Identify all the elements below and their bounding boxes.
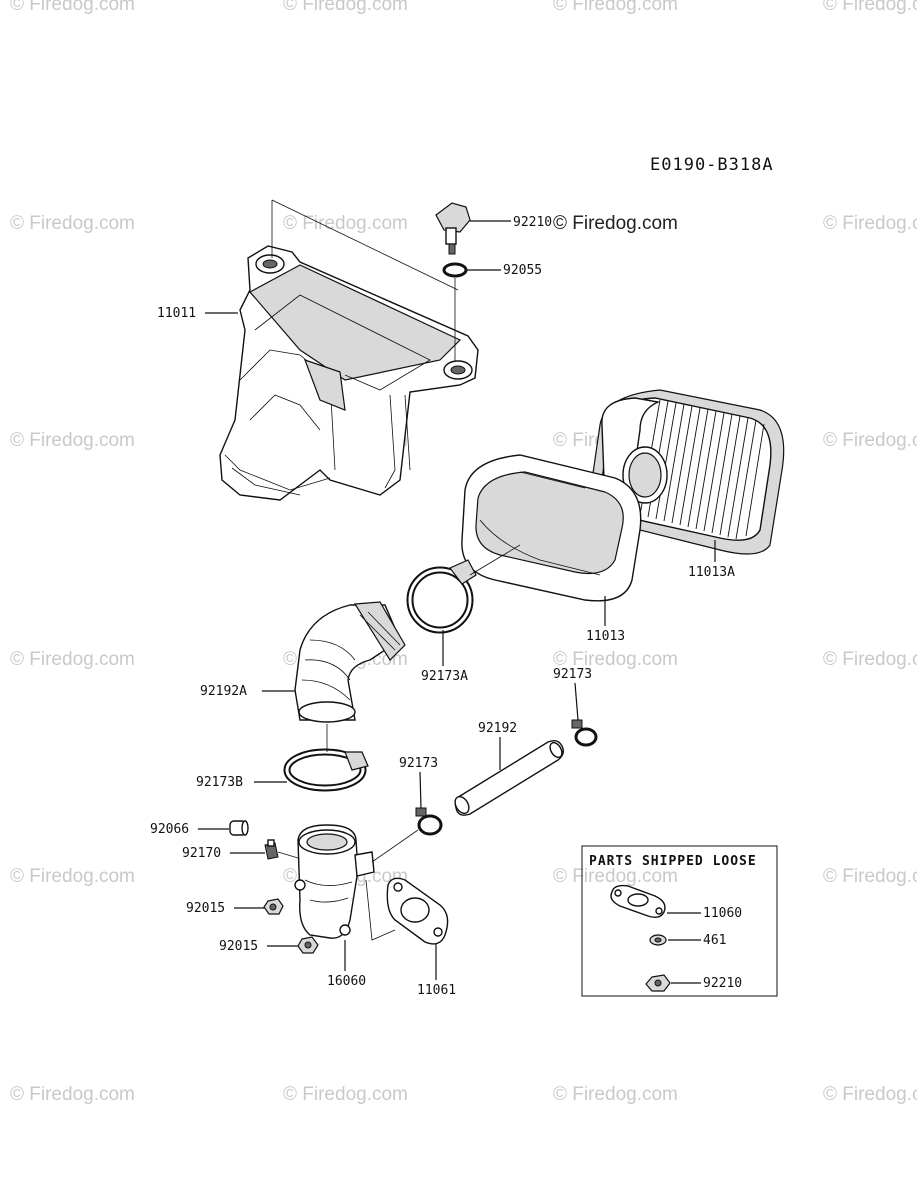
watermark: © Firedog.com bbox=[10, 213, 135, 234]
callout-label: 92066 bbox=[150, 822, 189, 837]
gasket bbox=[386, 877, 449, 945]
loose-part-label: 461 bbox=[703, 933, 726, 948]
watermark: © Firedog.com bbox=[823, 213, 917, 234]
callout-label: 92210 bbox=[513, 215, 552, 230]
watermark: © Firedog.com bbox=[553, 0, 678, 15]
callout-label: 92173 bbox=[553, 667, 592, 682]
hose bbox=[454, 739, 565, 816]
watermark: © Firedog.com bbox=[823, 430, 917, 451]
watermark: © Firedog.com bbox=[283, 1084, 408, 1105]
nut-lower bbox=[297, 936, 319, 954]
watermark: © Firedog.com bbox=[823, 866, 917, 887]
pre-cleaner bbox=[461, 454, 642, 602]
loose-part-label: 92210 bbox=[703, 976, 742, 991]
watermark: © Firedog.com bbox=[283, 0, 408, 15]
callout-label: 11013 bbox=[586, 629, 625, 644]
callouts: 11011 92210 92055 11013A 11013 92173A 92… bbox=[150, 215, 735, 998]
callout-label: 92192A bbox=[200, 684, 247, 699]
watermark: © Firedog.com bbox=[553, 866, 678, 887]
callout-label: 92192 bbox=[478, 721, 517, 736]
clamp-large bbox=[406, 559, 477, 634]
watermark: © Firedog.com bbox=[553, 213, 678, 234]
filter-element bbox=[591, 389, 785, 555]
watermark: © Firedog.com bbox=[823, 649, 917, 670]
parts-shipped-loose-box: PARTS SHIPPED LOOSE 11060 461 92210 bbox=[581, 845, 778, 997]
callout-label: 16060 bbox=[327, 974, 366, 989]
watermark: © Firedog.com bbox=[10, 430, 135, 451]
callout-label: 92173B bbox=[196, 775, 243, 790]
fitting bbox=[264, 839, 279, 860]
callout-label: 92015 bbox=[186, 901, 225, 916]
diagram-code: E0190-B318A bbox=[650, 155, 774, 175]
watermark: © Firedog.com bbox=[553, 1084, 678, 1105]
adapter-elbow bbox=[294, 824, 375, 939]
watermark: © Firedog.com bbox=[10, 866, 135, 887]
callout-label: 11011 bbox=[157, 306, 196, 321]
watermark: © Firedog.com bbox=[10, 649, 135, 670]
callout-label: 92015 bbox=[219, 939, 258, 954]
clamp-lower bbox=[283, 748, 369, 792]
callout-label: 11061 bbox=[417, 983, 456, 998]
callout-label: 92173 bbox=[399, 756, 438, 771]
o-ring-washer bbox=[442, 262, 468, 278]
loose-parts-title: PARTS SHIPPED LOOSE bbox=[589, 854, 757, 869]
hose-clamp-left bbox=[415, 807, 443, 836]
watermark: © Firedog.com bbox=[823, 1084, 917, 1105]
wing-knob bbox=[435, 202, 471, 255]
watermark: © Firedog.com bbox=[10, 0, 135, 15]
callout-label: 11013A bbox=[688, 565, 735, 580]
watermark: © Firedog.com bbox=[283, 213, 408, 234]
watermark: © Firedog.com bbox=[10, 1084, 135, 1105]
cap bbox=[229, 820, 249, 836]
callout-label: 92170 bbox=[182, 846, 221, 861]
hose-clamp-right bbox=[571, 719, 598, 747]
callout-label: 92055 bbox=[503, 263, 542, 278]
elbow-duct bbox=[294, 601, 406, 723]
air-cleaner-cover bbox=[219, 245, 479, 501]
watermark: © Firedog.com bbox=[553, 649, 678, 670]
watermark: © Firedog.com bbox=[823, 0, 917, 15]
callout-label: 92173A bbox=[421, 669, 468, 684]
loose-part-label: 11060 bbox=[703, 906, 742, 921]
nut-upper bbox=[263, 898, 284, 915]
